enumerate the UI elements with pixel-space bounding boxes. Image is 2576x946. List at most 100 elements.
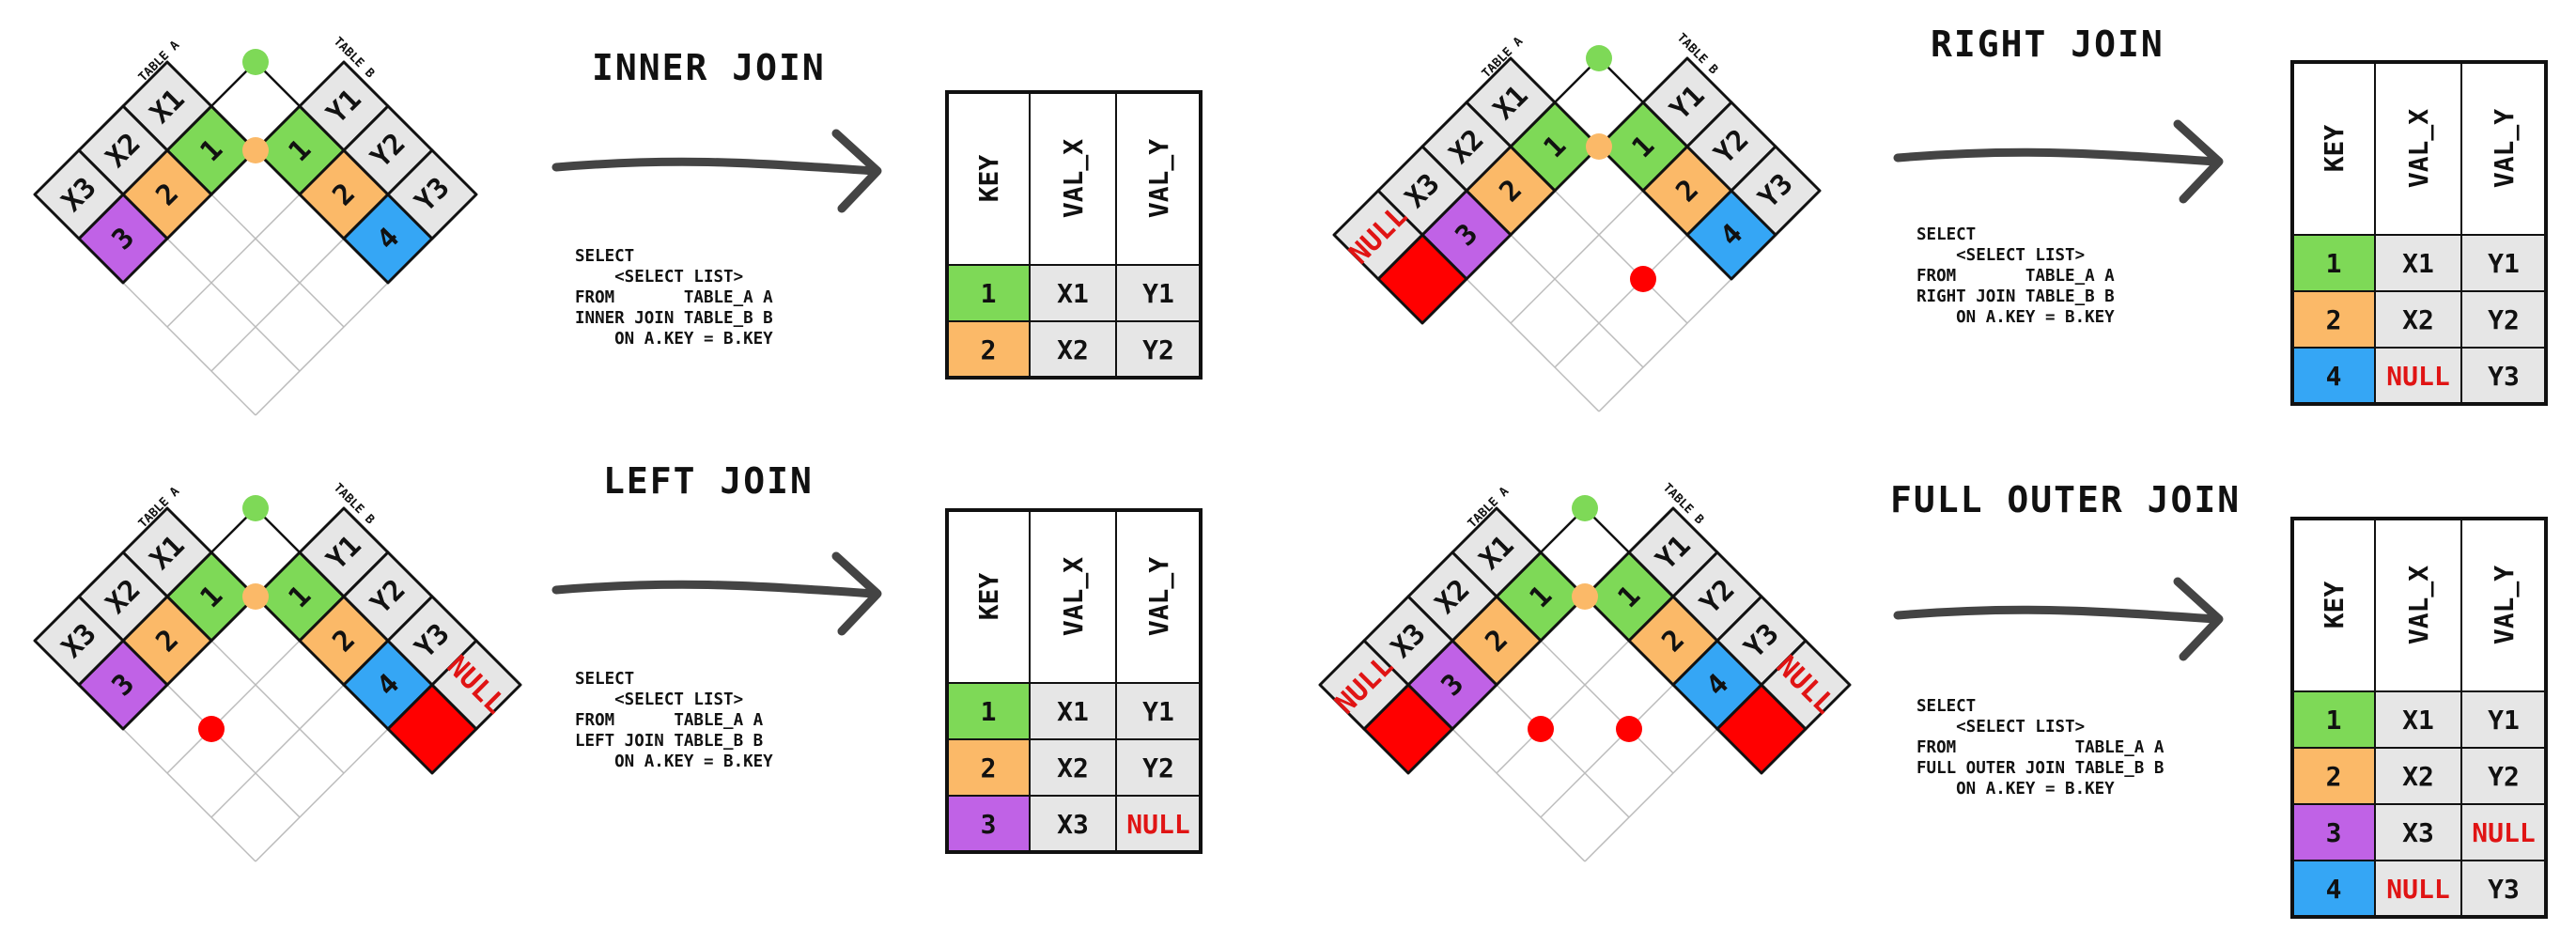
arrow-head	[2173, 577, 2224, 661]
null-dot-b	[198, 716, 225, 742]
sql-line: FROM TABLE_A A	[1916, 738, 2165, 757]
table-cell-text: 1	[2326, 248, 2342, 279]
arrow-shaft	[1893, 147, 2220, 166]
table-cell-text: 4	[2326, 874, 2342, 905]
table-cell-text: Y2	[1142, 334, 1174, 365]
match-dot-2	[1586, 133, 1612, 160]
column-header: VAL_X	[2403, 566, 2434, 644]
table-cell-text: Y2	[2488, 304, 2520, 335]
null-dot-a	[1616, 716, 1642, 742]
sql-line: ON A.KEY = B.KEY	[1916, 780, 2115, 799]
sql-line: <SELECT LIST>	[1916, 246, 2085, 265]
table-cell-text: 2	[981, 752, 997, 783]
table-cell-text: 1	[2326, 705, 2342, 736]
table-cell-text: 3	[2326, 817, 2342, 848]
arrow-head	[831, 551, 882, 636]
result-table-border	[2290, 60, 2548, 406]
table-cell-text: 3	[981, 809, 997, 840]
arrow-shaft	[551, 580, 878, 598]
match-dot-2	[1572, 583, 1598, 610]
arrow-head	[2173, 119, 2224, 204]
result-table-border	[945, 90, 1203, 380]
table-cell-text: X1	[2402, 248, 2434, 279]
null-value-cell-a	[1318, 639, 1410, 731]
table-cell-text: 4	[2326, 361, 2342, 392]
table-b-value-cell	[386, 148, 478, 240]
table-cell	[2460, 747, 2547, 805]
null-value-cell-a	[1332, 189, 1424, 281]
join-title: INNER JOIN	[592, 47, 826, 88]
table-cell	[1029, 682, 1117, 740]
column-header: VAL_Y	[2489, 109, 2520, 188]
column-header: VAL_X	[1058, 139, 1089, 218]
result-table-border	[945, 508, 1203, 854]
table-cell-text: Y1	[2488, 248, 2520, 279]
table-cell-text: Y3	[2488, 361, 2520, 392]
table-cell-text: NULL	[2472, 817, 2535, 848]
sql-line: ON A.KEY = B.KEY	[575, 330, 773, 349]
table-a-value-cell	[33, 595, 125, 687]
null-dot-b	[1528, 716, 1554, 742]
column-header: VAL_Y	[2489, 566, 2520, 644]
table-cell-text: NULL	[2386, 361, 2449, 392]
sql-line: SELECT	[1916, 697, 1976, 716]
join-title: LEFT JOIN	[603, 460, 814, 502]
column-header: VAL_Y	[1143, 139, 1174, 218]
table-cell	[2374, 803, 2462, 861]
table-cell	[2374, 860, 2462, 918]
table-cell-text: 1	[981, 696, 997, 727]
table-cell-text: 2	[2326, 761, 2342, 792]
arrow-shaft	[551, 157, 878, 176]
match-dot-1	[1572, 495, 1598, 521]
column-header: VAL_X	[2403, 109, 2434, 188]
sql-line: FROM TABLE_A A	[575, 288, 773, 307]
table-cell-text: X3	[2402, 817, 2434, 848]
table-cell	[1029, 795, 1117, 853]
sql-line: INNER JOIN TABLE_B B	[575, 309, 773, 328]
match-dot-1	[242, 49, 269, 75]
column-header: KEY	[973, 573, 1004, 621]
sql-line: FROM TABLE_A A	[575, 711, 764, 730]
table-b-value-cell	[1730, 145, 1822, 237]
table-cell-text: Y2	[1142, 752, 1174, 783]
null-dot-a	[1630, 266, 1656, 292]
null-value-cell-b	[430, 639, 522, 731]
table-cell	[2460, 234, 2547, 292]
table-cell	[2460, 347, 2547, 405]
table-cell-text: NULL	[2386, 874, 2449, 905]
table-cell-text: X2	[1057, 334, 1089, 365]
match-dot-2	[242, 583, 269, 610]
join-title: RIGHT JOIN	[1931, 23, 2165, 65]
table-cell-text: X2	[1057, 752, 1089, 783]
table-cell-text: Y2	[2488, 761, 2520, 792]
table-cell-text: Y1	[2488, 705, 2520, 736]
table-cell-text: X2	[2402, 761, 2434, 792]
sql-line: ON A.KEY = B.KEY	[575, 752, 773, 771]
table-cell	[2291, 234, 2376, 292]
sql-line: FROM TABLE_A A	[1916, 267, 2115, 286]
match-dot-1	[242, 495, 269, 521]
match-dot-1	[1586, 45, 1612, 71]
sql-line: <SELECT LIST>	[575, 268, 743, 287]
sql-line: LEFT JOIN TABLE_B B	[575, 732, 763, 751]
sql-line: SELECT	[1916, 225, 1976, 244]
table-cell-text: X1	[1057, 278, 1089, 309]
table-cell-text: Y3	[2488, 874, 2520, 905]
result-table-border	[2290, 517, 2548, 919]
table-cell-text: 2	[2326, 304, 2342, 335]
table-cell	[2460, 690, 2547, 749]
table-cell-text: NULL	[1126, 809, 1189, 840]
table-cell	[1115, 682, 1202, 740]
